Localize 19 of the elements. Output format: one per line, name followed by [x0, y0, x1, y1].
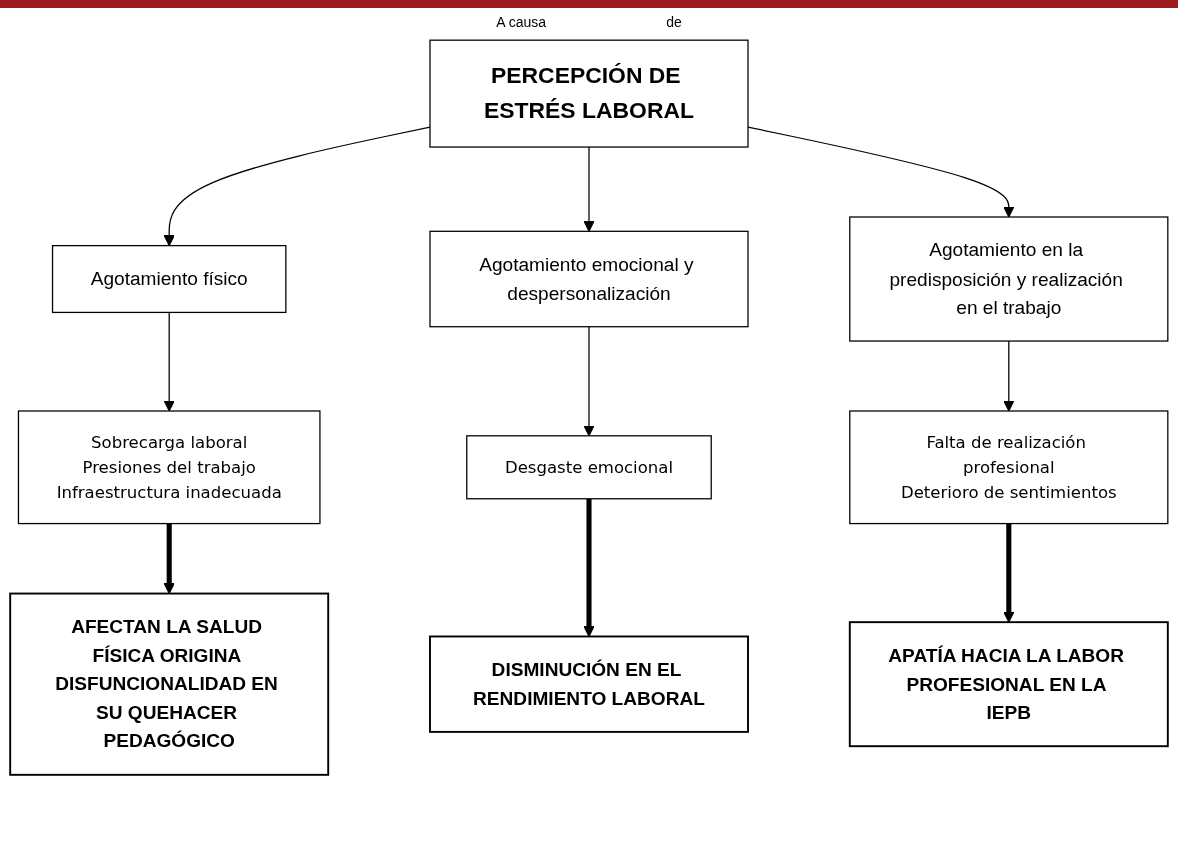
node-box: Agotamiento emocional y despersonalización [429, 230, 749, 328]
arrow [583, 498, 595, 637]
node-box: Falta de realización profesional Deterioro de sentimientos [849, 410, 1169, 525]
node-box: PERCEPCIÓN DE ESTRÉS LABORAL [429, 39, 749, 148]
arrow [583, 146, 595, 232]
node-box: Agotamiento físico [51, 245, 287, 314]
arrow [163, 311, 175, 412]
arrow [163, 523, 175, 595]
node-box: Desgaste emocional [466, 435, 712, 500]
node-box: AFECTAN LA SALUD FÍSICA ORIGINA DISFUNCIONALIDAD EN SU QUEHACER PEDAGÓGICO [9, 592, 330, 776]
node-box: Agotamiento en la predisposición y realización en el trabajo [849, 216, 1169, 342]
node-box: DISMINUCIÓN EN EL RENDIMIENTO LABORAL [429, 635, 749, 733]
arrow [1003, 340, 1015, 412]
node-box: APATÍA HACIA LA LABOR PROFESIONAL EN LA IEPB [848, 621, 1169, 748]
arrow [583, 326, 595, 437]
arrow [1003, 523, 1015, 623]
node-box: Sobrecarga laboral Presiones del trabajo Infraestructura inadecuada [17, 410, 321, 525]
note-text: A causa [496, 14, 547, 30]
note-text: de [666, 14, 682, 30]
